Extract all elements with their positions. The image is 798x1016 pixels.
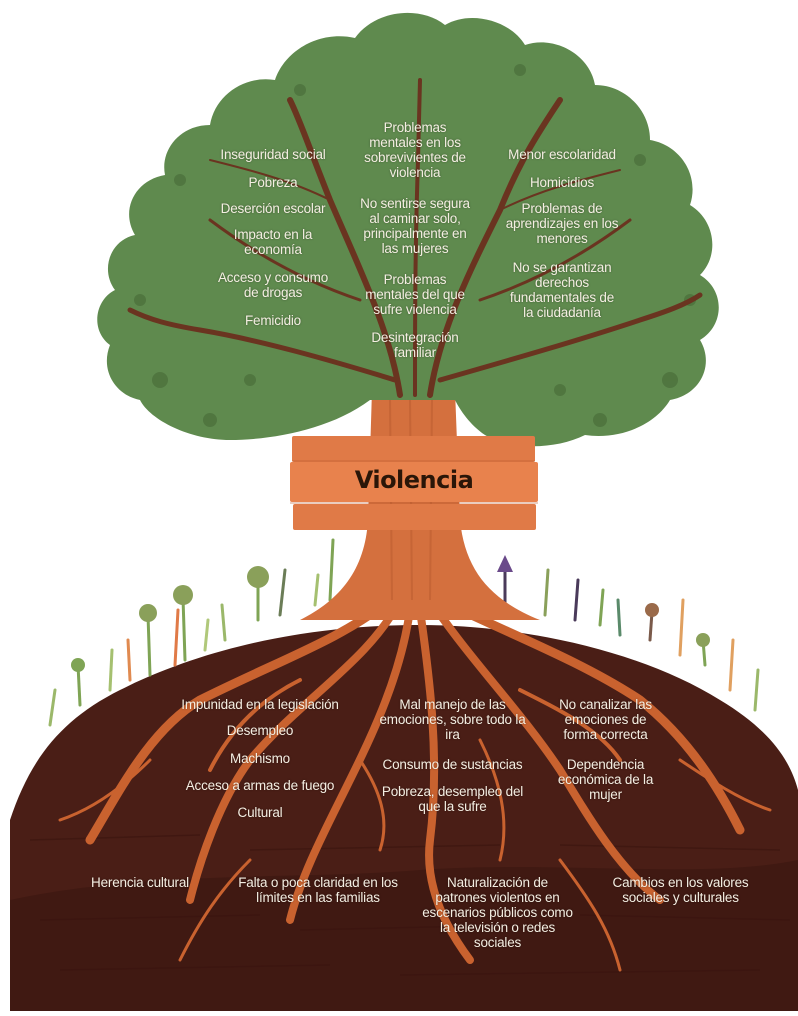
consequence-left-5: Acceso y consumo de drogas [217,270,329,300]
consequence-right-4: No se garantizan derechos fundamentales … [509,260,615,320]
cause-left-2: Desempleo [226,723,294,738]
consequence-right-3: Problemas de aprendizajes en los menores [505,201,619,246]
cause-right-2: Dependencia económica de la mujer [557,757,654,802]
consequence-center-1: Problemas mentales en los sobrevivientes… [364,120,466,180]
cause-left-5: Cultural [237,805,283,820]
roots [58,595,772,972]
cause-right-1: No canalizar las emociones de forma corr… [559,697,652,742]
soil-texture [29,834,791,976]
cause-bottom-1: Herencia cultural [91,875,189,890]
consequence-right-1: Menor escolaridad [508,147,616,162]
soil-shade [10,860,798,1011]
consequence-left-6: Femicidio [245,313,301,328]
consequence-center-3: Problemas mentales del que sufre violenc… [365,272,465,317]
consequence-left-4: Impacto en la economía [233,227,313,257]
cause-center-1: Mal manejo de las emociones, sobre todo … [379,697,526,742]
cause-bottom-2: Falta o poca claridad en los límites en … [238,875,398,905]
cause-left-1: Impunidad en la legislación [181,697,339,712]
cause-bottom-4: Cambios en los valores sociales y cultur… [612,875,749,905]
consequence-right-2: Homicidios [529,175,595,190]
sign-title: Violencia [354,466,474,494]
consequence-left-3: Deserción escolar [220,201,326,216]
cause-left-3: Machismo [230,751,290,766]
cause-center-2: Consumo de sustancias [382,757,523,772]
consequence-left-2: Pobreza [248,175,298,190]
foliage [97,12,719,447]
cause-center-3: Pobreza, desempleo del que la sufre [381,784,524,814]
wooden-sign [290,436,538,530]
cause-left-4: Acceso a armas de fuego [185,778,335,793]
cause-bottom-3: Naturalización de patrones violentos en … [422,875,573,950]
consequence-center-2: No sentirse segura al caminar solo, prin… [360,196,470,256]
sprouts [48,538,760,727]
consequence-center-4: Desintegración familiar [371,330,459,360]
consequence-left-1: Inseguridad social [220,147,326,162]
branches [127,78,703,398]
